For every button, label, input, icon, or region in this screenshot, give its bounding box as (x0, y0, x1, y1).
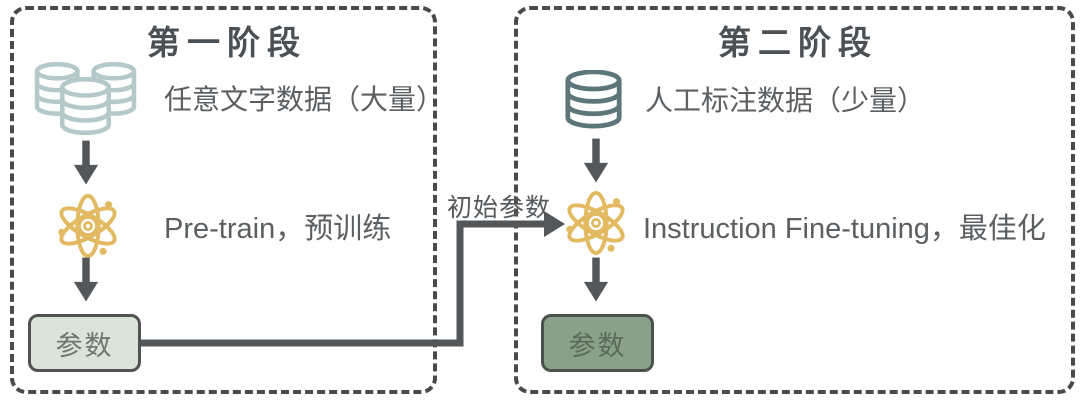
stage2-box (514, 6, 1075, 394)
stage1-box (10, 6, 437, 394)
stage2-process-label: Instruction Fine-tuning，最佳化 (643, 213, 1046, 245)
stage1-title: 第一阶段 (147, 24, 307, 61)
stage2-title: 第二阶段 (718, 24, 878, 61)
stage1-process-label: Pre-train，预训练 (164, 213, 392, 245)
atom-icon (566, 190, 625, 256)
stage1-param-box: 参数 (28, 314, 141, 372)
stage2-param-box: 参数 (541, 314, 654, 372)
stage1-data-label: 任意文字数据（大量） (164, 84, 445, 115)
arrow-down-icon (73, 257, 99, 302)
connector-label: 初始参数 (447, 194, 552, 222)
stage2-data-label: 人工标注数据（少量） (645, 85, 926, 116)
arrow-down-icon (73, 140, 99, 185)
arrow-down-icon (583, 257, 609, 302)
multi-database-icon (34, 61, 137, 136)
arrow-down-icon (583, 138, 609, 183)
atom-icon (58, 193, 117, 259)
database-icon (565, 70, 622, 129)
